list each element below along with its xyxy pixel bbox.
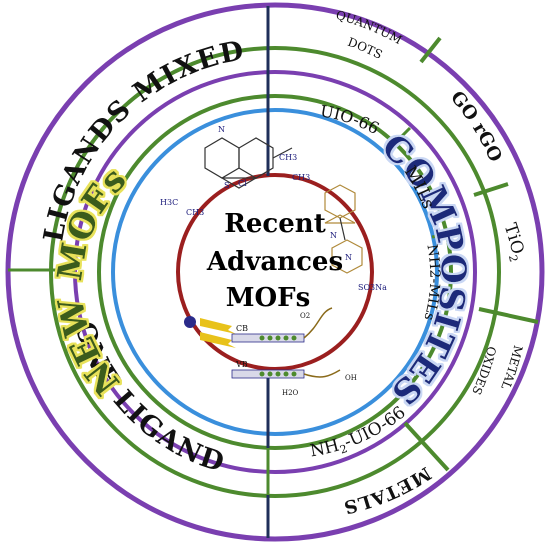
dots-label: DOTS xyxy=(346,35,385,62)
svg-text:OXIDES: OXIDES xyxy=(469,345,499,397)
light-ray-icon xyxy=(200,332,236,348)
metals-label: METALS xyxy=(341,462,434,517)
center-title-line-1: Recent xyxy=(224,209,325,239)
atom-label: CH3 xyxy=(292,173,310,182)
center-title-line-2: Advances xyxy=(206,247,343,277)
oxygen-label: O2 xyxy=(300,312,310,320)
oxides-label: OXIDES xyxy=(469,345,499,397)
outer-ring xyxy=(5,2,545,542)
nh2-mils-label: NH2-MILs xyxy=(420,243,442,322)
light-ray-icon xyxy=(200,318,236,334)
quantum-label: QUANTUM xyxy=(334,8,404,47)
atom-label: SO3Na xyxy=(358,283,387,292)
atom-label: N xyxy=(218,125,225,134)
composites-label: COMPOSITES xyxy=(374,127,472,413)
sector-divider xyxy=(431,230,461,239)
svg-text:UIO-66: UIO-66 xyxy=(319,101,383,138)
cb-label: CB xyxy=(236,324,248,333)
sector-divider xyxy=(431,320,461,329)
atom-label: N xyxy=(345,253,352,262)
atom-label: CH3 xyxy=(279,153,297,162)
atom-label: Cl xyxy=(238,179,247,188)
atom-label: H3C xyxy=(160,198,178,207)
photocatalysis-illustration: CB VB H2O OH O2 xyxy=(184,307,357,397)
vb-label: VB xyxy=(235,360,248,369)
center-title: Recent Advances MOFs xyxy=(206,209,343,313)
water-label: H2O xyxy=(282,389,299,397)
sector-divider xyxy=(403,421,450,472)
svg-text:COMPOSITES: COMPOSITES xyxy=(374,127,473,413)
svg-text:DOTS: DOTS xyxy=(346,35,385,62)
purple-inner-ring xyxy=(73,70,477,474)
svg-text:NH2-MILs: NH2-MILs xyxy=(420,243,442,322)
green-inner-ring xyxy=(97,94,453,450)
sector-divider xyxy=(419,36,442,64)
sector-divider xyxy=(473,182,509,197)
svg-text:QUANTUM: QUANTUM xyxy=(334,8,404,47)
light-source-icon xyxy=(184,316,196,328)
svg-text:METAL: METAL xyxy=(498,344,525,392)
metal-label: METAL xyxy=(498,344,525,392)
atom-label: N xyxy=(330,231,337,240)
atom-label: CH3 xyxy=(186,208,204,217)
hydroxyl-label: OH xyxy=(345,374,357,382)
molecule-atom-labels: N CH3 CH3 H3C CH3 S Cl N N SO3Na xyxy=(160,125,387,292)
electron-dots xyxy=(259,335,297,377)
sector-divider xyxy=(386,126,412,152)
uio66-label: UIO-66 xyxy=(319,101,383,138)
blue-ring xyxy=(111,108,439,436)
green-outer-ring xyxy=(49,46,501,498)
red-ring xyxy=(176,173,374,371)
sector-divider xyxy=(478,307,539,324)
dye-molecule-illustration xyxy=(204,137,363,274)
center-title-line-3: MOFs xyxy=(226,283,311,313)
svg-text:METALS: METALS xyxy=(341,462,435,517)
atom-label: S xyxy=(224,181,229,190)
